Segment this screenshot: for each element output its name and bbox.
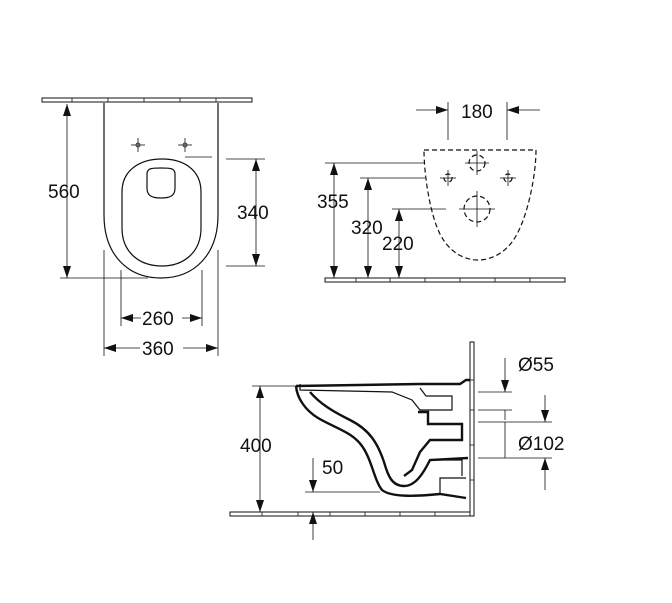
side-outlet bbox=[430, 459, 466, 494]
dimension-inlet: Ø55 bbox=[478, 355, 554, 420]
dimension-400: 400 bbox=[240, 385, 296, 512]
dimension-355-label: 355 bbox=[317, 192, 349, 213]
dimension-180: 180 bbox=[416, 102, 540, 140]
dimension-360-label: 360 bbox=[142, 339, 174, 360]
side-bowl-profile bbox=[294, 378, 470, 500]
rear-bowl-outline bbox=[423, 149, 537, 261]
bowl-outline bbox=[103, 103, 219, 279]
bowl-inner bbox=[121, 158, 202, 267]
dimension-320-label: 320 bbox=[351, 218, 383, 239]
dimension-220: 220 bbox=[382, 208, 446, 278]
dimension-340: 340 bbox=[226, 158, 269, 267]
rear-view-floor bbox=[324, 277, 566, 283]
outlet-diameter-label: Ø102 bbox=[518, 434, 564, 455]
side-view-floor bbox=[229, 511, 471, 517]
dimension-400-label: 400 bbox=[240, 436, 272, 457]
dimension-360: 360 bbox=[103, 250, 219, 360]
dimension-340-label: 340 bbox=[237, 203, 269, 224]
top-view-wall bbox=[41, 97, 253, 103]
dimension-260: 260 bbox=[120, 270, 203, 330]
side-view: Ø55 Ø102 400 50 bbox=[229, 341, 564, 540]
dimension-560: 560 bbox=[48, 104, 148, 279]
inlet-diameter-label: Ø55 bbox=[518, 355, 554, 376]
top-view: 560 340 260 360 bbox=[41, 97, 269, 360]
dimension-355: 355 bbox=[317, 162, 425, 278]
flush-opening bbox=[146, 167, 176, 199]
dimension-320: 320 bbox=[351, 177, 425, 278]
side-rim bbox=[299, 384, 453, 411]
rear-fixing-holes bbox=[440, 151, 516, 227]
dimension-220-label: 220 bbox=[382, 234, 414, 255]
fixing-points bbox=[131, 138, 212, 158]
side-trap bbox=[403, 410, 464, 477]
dimension-180-label: 180 bbox=[461, 102, 493, 123]
dimension-50: 50 bbox=[305, 458, 380, 540]
dimension-outlet: Ø102 bbox=[478, 395, 564, 490]
rear-view: 180 355 320 220 bbox=[317, 102, 566, 283]
side-view-wall bbox=[469, 341, 475, 517]
dimension-260-label: 260 bbox=[142, 309, 174, 330]
dimension-50-label: 50 bbox=[322, 458, 343, 479]
dimension-560-label: 560 bbox=[48, 182, 80, 203]
side-bowl-inner bbox=[309, 391, 469, 488]
